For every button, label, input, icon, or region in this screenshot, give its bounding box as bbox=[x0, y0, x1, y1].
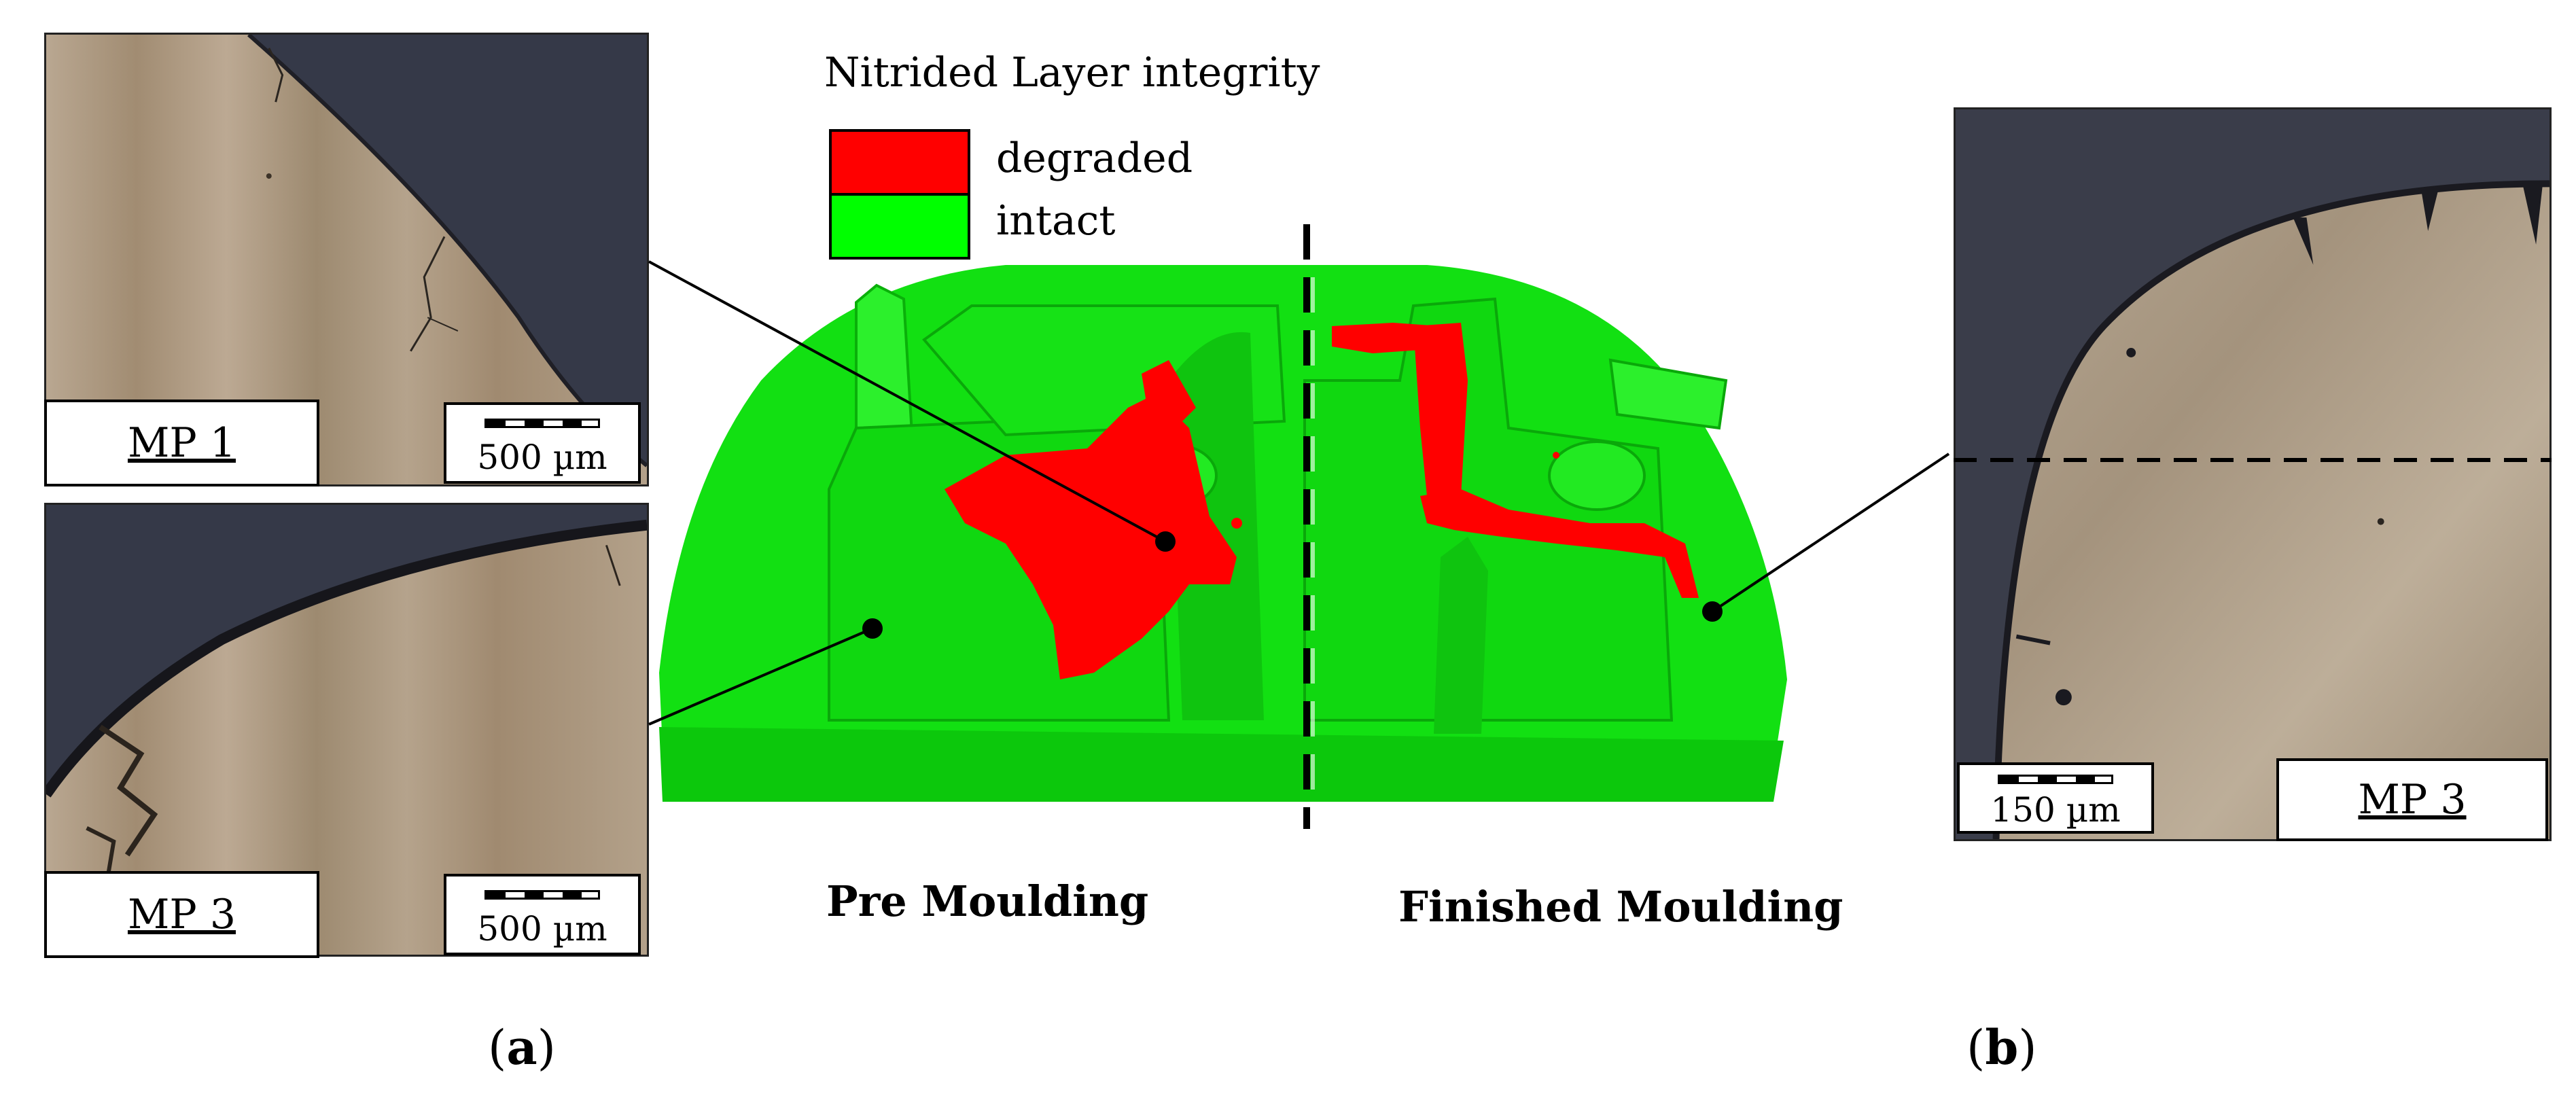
mp3-pre-label-box: MP 3 bbox=[44, 871, 319, 958]
mould-render bbox=[659, 224, 1787, 829]
mp3-pre-scale-label: 500 µm bbox=[477, 909, 607, 949]
mp3-pre-scale-box: 500 µm bbox=[444, 874, 641, 955]
mould-front-face bbox=[659, 727, 1784, 802]
sublabel-a: (a) bbox=[488, 1019, 556, 1076]
mp1-label-box: MP 1 bbox=[44, 400, 319, 486]
legend-title: Nitrided Layer integrity bbox=[824, 49, 1320, 96]
mp1-scale-box: 500 µm bbox=[444, 402, 641, 484]
sublabel-b-letter: b bbox=[1985, 1019, 2019, 1076]
caption-pre-moulding: Pre Moulding bbox=[826, 876, 1149, 926]
legend-swatch-degraded bbox=[829, 129, 970, 196]
legend-label-intact: intact bbox=[996, 197, 1116, 245]
micrograph-mp3-finished-image bbox=[1956, 109, 2549, 839]
mp3-pre-label: MP 3 bbox=[127, 891, 236, 938]
caption-finished-moulding: Finished Moulding bbox=[1398, 882, 1843, 932]
scale-bar-icon bbox=[1998, 775, 2113, 784]
legend-label-degraded: degraded bbox=[996, 135, 1193, 182]
mp1-scale-label: 500 µm bbox=[477, 438, 607, 477]
micrograph-mp3-finished bbox=[1954, 107, 2552, 841]
sublabel-b: (b) bbox=[1966, 1019, 2037, 1076]
scale-bar-icon bbox=[484, 419, 600, 428]
scale-bar-icon bbox=[484, 890, 600, 900]
mp3-finished-label: MP 3 bbox=[2358, 776, 2467, 824]
legend-swatch-intact bbox=[829, 193, 970, 260]
sublabel-a-letter: a bbox=[506, 1019, 537, 1076]
mp3-finished-scale-label: 150 µm bbox=[1990, 790, 2121, 830]
mp3-finished-scale-box: 150 µm bbox=[1957, 762, 2154, 834]
mp1-label: MP 1 bbox=[127, 419, 236, 467]
degraded-region-finished-ledge bbox=[1420, 489, 1699, 598]
mould-central-pillar bbox=[1169, 332, 1264, 720]
mp3-finished-label-box: MP 3 bbox=[2276, 758, 2548, 841]
